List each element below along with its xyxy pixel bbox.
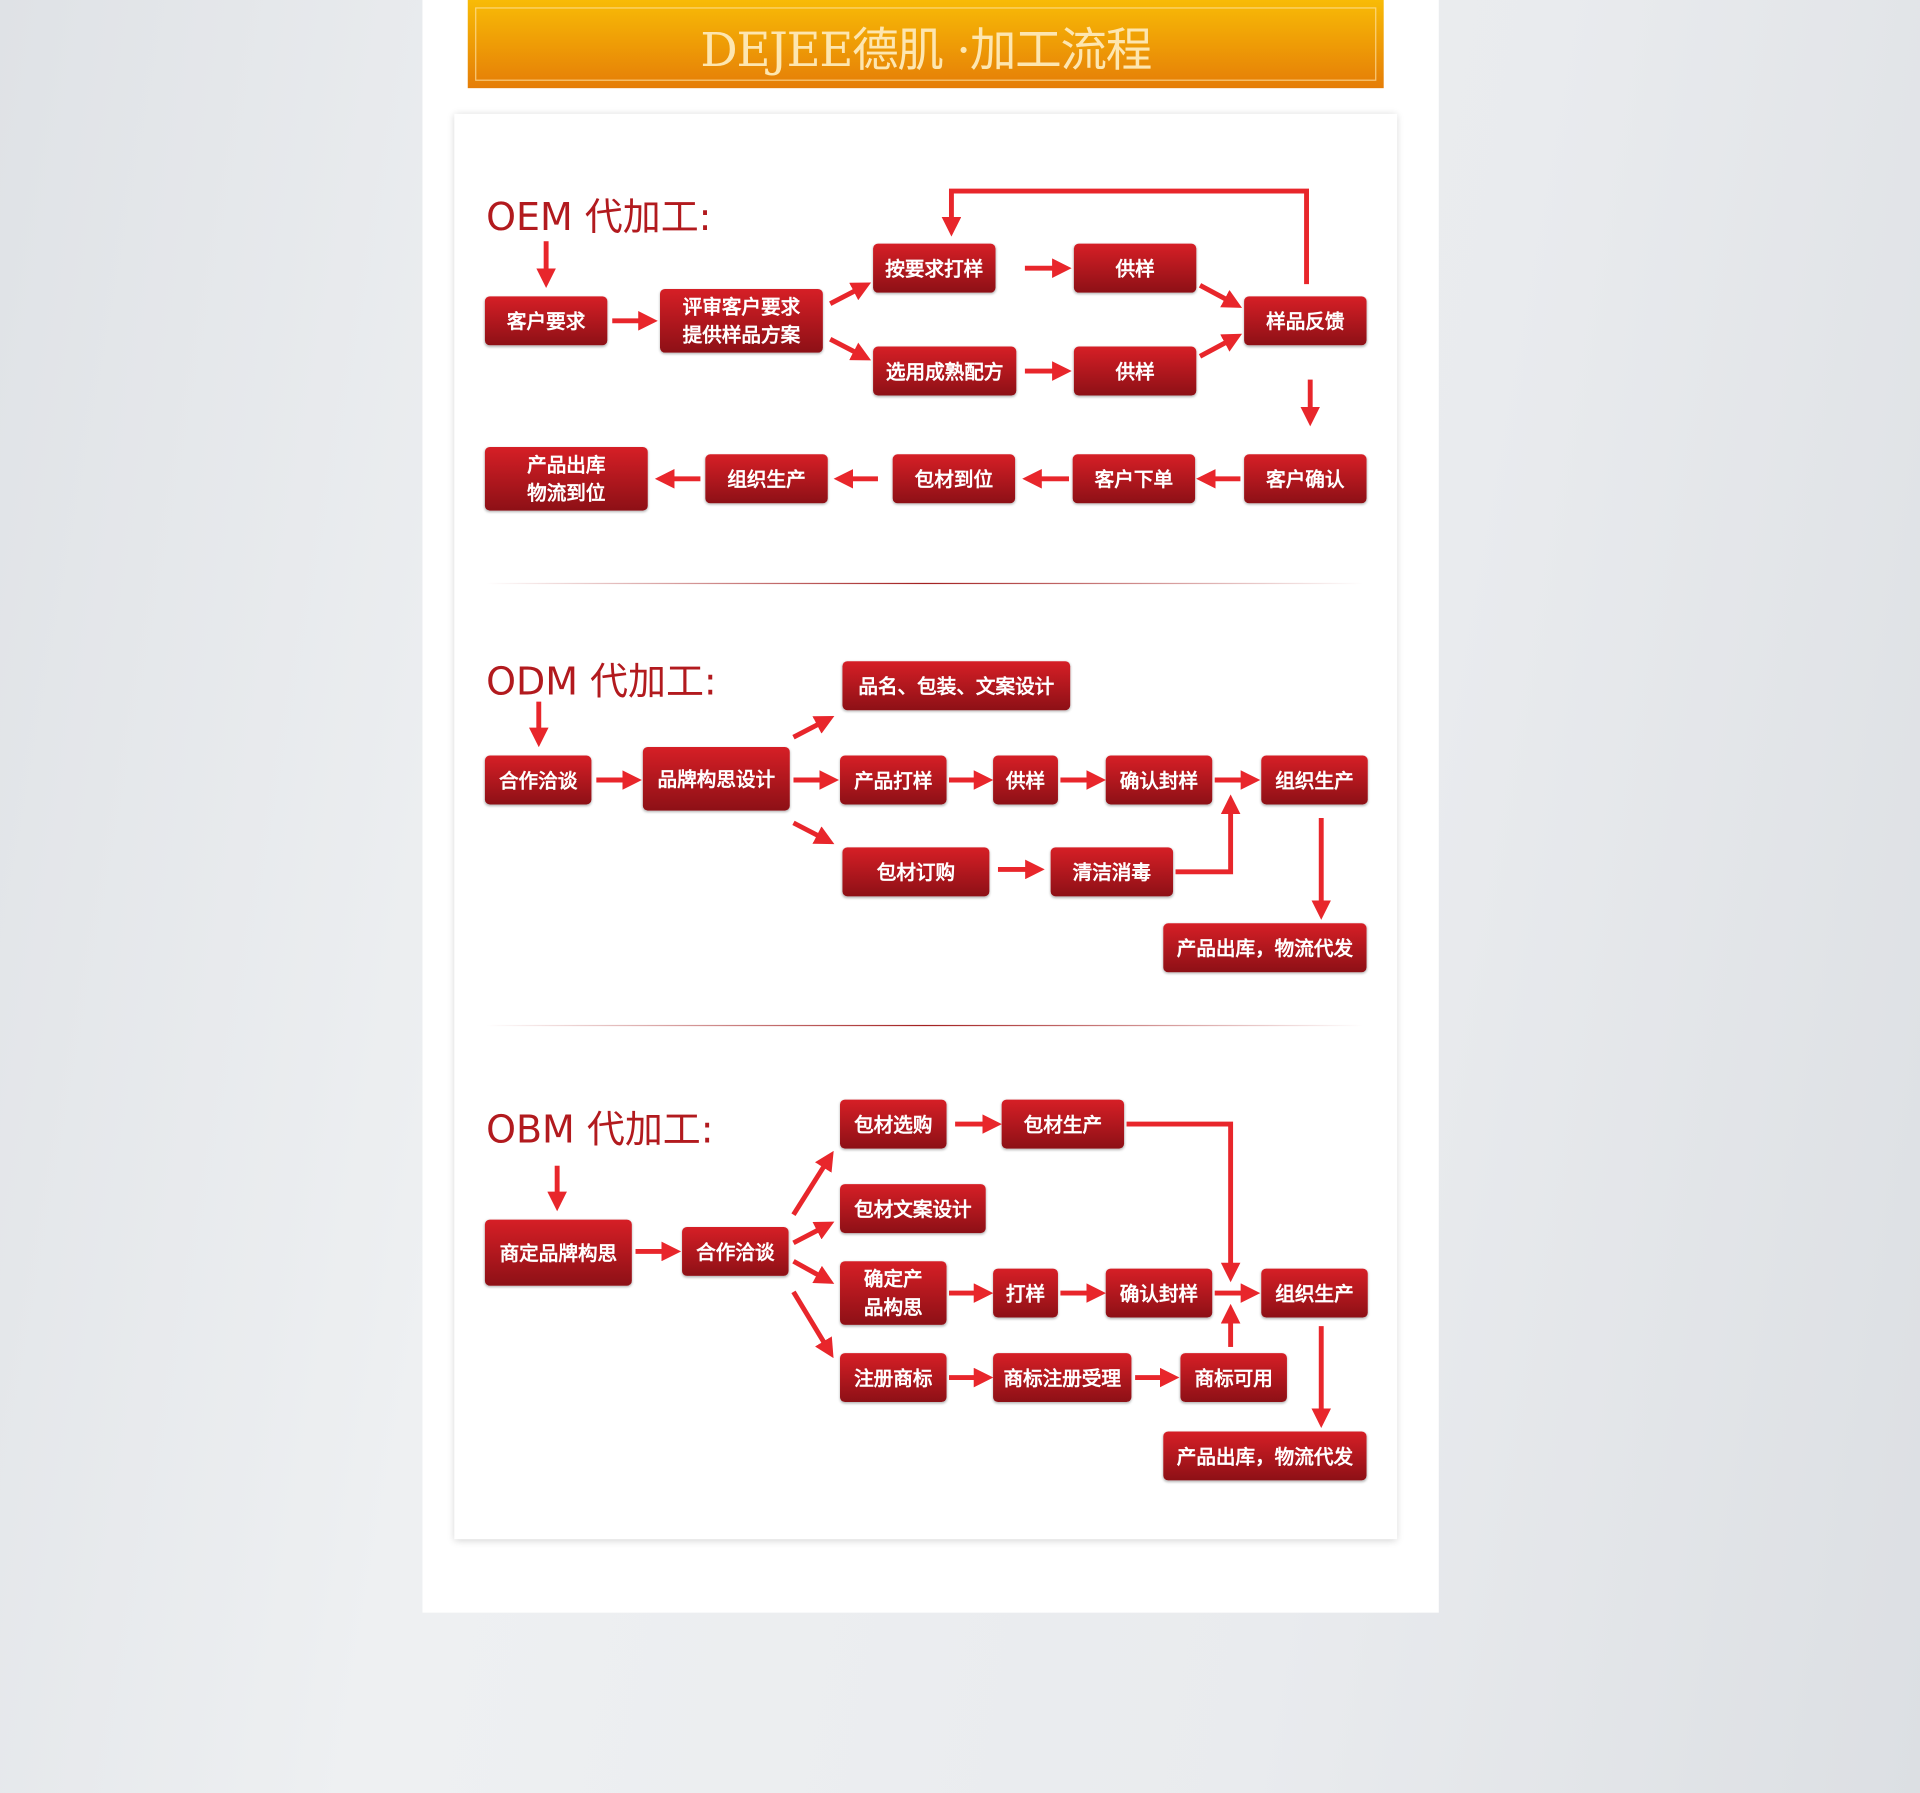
oem-title: OEM 代加工:: [486, 195, 712, 241]
obm-step-confirm-seal: 确认封样: [1105, 1268, 1213, 1318]
obm-title: OBM 代加工:: [486, 1108, 714, 1153]
obm-step-sample: 打样: [993, 1268, 1058, 1318]
obm-step-product-concept: 确定产 品构思: [840, 1261, 947, 1325]
odm-step-sterilize: 清洁消毒: [1050, 847, 1174, 897]
flow-arrow: [792, 1259, 835, 1284]
section-divider: [486, 582, 1363, 585]
oem-step-supply-sample-2: 供样: [1073, 346, 1197, 396]
odm-step-confirm-seal: 确认封样: [1105, 755, 1213, 805]
header-frame: [475, 7, 1377, 81]
obm-step-trademark-accepted: 商标注册受理: [993, 1353, 1132, 1403]
obm-step-shipping: 产品出库，物流代发: [1163, 1431, 1367, 1481]
odm-step-product-sample: 产品打样: [840, 755, 947, 805]
obm-step-brand-concept: 商定品牌构思: [484, 1219, 632, 1286]
oem-step-review-proposal: 评审客户要求 提供样品方案: [660, 288, 823, 353]
odm-step-packaging-purchase: 包材订购: [842, 847, 990, 897]
section-divider: [486, 1024, 1363, 1027]
oem-step-packaging-ready: 包材到位: [892, 454, 1016, 504]
flow-arrow: [1198, 333, 1243, 359]
flow-arrow: [1126, 1121, 1241, 1283]
flow-arrow: [791, 1290, 834, 1359]
obm-step-negotiation: 合作洽谈: [682, 1226, 789, 1276]
odm-title: ODM 代加工:: [486, 660, 717, 705]
odm-step-production: 组织生产: [1261, 755, 1368, 805]
odm-step-brand-design: 品牌构思设计: [642, 746, 790, 811]
oem-step-production: 组织生产: [705, 454, 828, 504]
oem-step-customer-request: 客户要求: [484, 296, 608, 346]
oem-step-sample-on-request: 按要求打样: [873, 243, 996, 293]
obm-step-register-trademark: 注册商标: [840, 1353, 947, 1403]
flow-arrow: [1175, 794, 1241, 875]
oem-step-sample-feedback: 样品反馈: [1244, 296, 1367, 346]
obm-step-packaging-production: 包材生产: [1001, 1099, 1125, 1149]
flow-arrow: [1198, 283, 1243, 308]
oem-step-supply-sample-1: 供样: [1073, 243, 1197, 293]
header-banner: DEJEE德肌 ·加工流程: [467, 0, 1384, 89]
flow-arrow: [791, 1150, 834, 1217]
header-title: DEJEE德肌 ·加工流程: [700, 23, 1152, 78]
flow-arrow: [941, 188, 1309, 285]
oem-step-customer-confirm: 客户确认: [1244, 454, 1367, 504]
oem-step-shipping: 产品出库 物流到位: [484, 446, 648, 511]
flow-arrow: [792, 715, 835, 740]
odm-step-shipping: 产品出库，物流代发: [1163, 923, 1367, 973]
odm-step-supply-sample: 供样: [993, 755, 1058, 805]
flow-arrow: [829, 282, 872, 306]
obm-step-packaging-copy: 包材文案设计: [840, 1184, 986, 1234]
flow-arrow: [792, 1221, 835, 1246]
odm-step-negotiation: 合作洽谈: [484, 755, 592, 805]
oem-step-customer-order: 客户下单: [1072, 454, 1196, 504]
obm-step-trademark-available: 商标可用: [1180, 1353, 1287, 1403]
obm-step-production: 组织生产: [1261, 1268, 1368, 1318]
odm-step-name-package-copy: 品名、包装、文案设计: [842, 661, 1071, 711]
flow-arrow: [829, 337, 872, 361]
oem-step-mature-formula: 选用成熟配方: [873, 346, 1017, 396]
obm-step-packaging-select: 包材选购: [840, 1099, 947, 1149]
flow-arrow: [792, 820, 835, 845]
